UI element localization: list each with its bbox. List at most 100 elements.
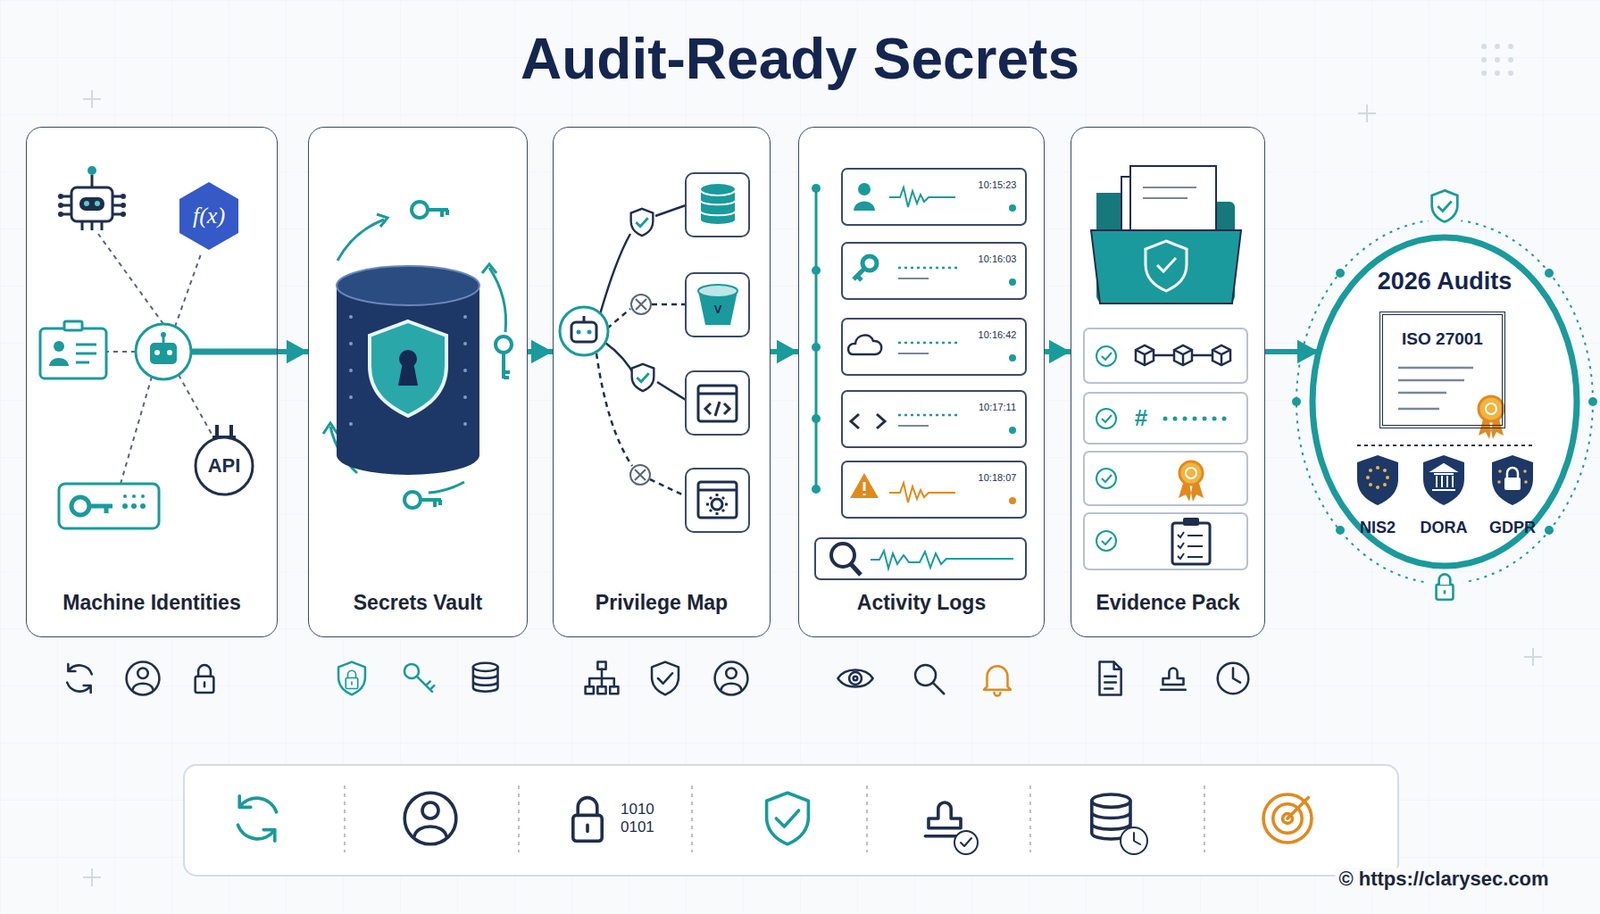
- node-label-text: ISO 27001: [1401, 329, 1484, 349]
- bottom-bar: [1091, 794, 1131, 840]
- machine-identities-art: [141, 494, 145, 499]
- machine-identities-art: [91, 175, 94, 188]
- background: [1494, 43, 1500, 50]
- panel-box: Evidence Pack: [1070, 126, 1266, 638]
- privilege-map-art: [651, 303, 686, 307]
- privilege-map-art: [698, 385, 737, 518]
- audits-art: [1432, 464, 1456, 491]
- bottom-bar: [344, 785, 1205, 853]
- activity-logs-art: [898, 414, 958, 417]
- secrets-vault-art: [336, 266, 480, 306]
- panel-fills: [552, 126, 771, 638]
- secrets-vault-art: [463, 368, 467, 373]
- machine-identities-art: [122, 494, 146, 509]
- privilege-map-art: [631, 208, 654, 236]
- secrets-vault-art: [420, 500, 442, 508]
- privilege-map-art: [685, 173, 750, 533]
- activity-logs-art: [841, 318, 1026, 375]
- background: [83, 90, 1542, 887]
- secrets-vault-art: [404, 491, 421, 509]
- background: [1508, 43, 1514, 50]
- activity-logs-art: [811, 183, 821, 193]
- background: [1508, 70, 1514, 76]
- machine-identities-art: [40, 328, 107, 379]
- secrets-vault-art: [427, 209, 449, 217]
- panel-fills: [25, 126, 278, 638]
- evidence-pack-art: [1178, 480, 1204, 502]
- machine-identities-art: [120, 193, 126, 200]
- evidence-pack-art: [1083, 513, 1248, 570]
- node-label-text: Evidence Pack: [1095, 591, 1240, 615]
- activity-logs-art: [853, 268, 865, 281]
- secrets-vault-art: [349, 341, 353, 346]
- background: [1494, 70, 1500, 76]
- evidence-pack-art: [1091, 230, 1242, 304]
- privilege-map-art: [698, 489, 737, 492]
- audits-art: [1368, 468, 1373, 473]
- bottom-bar: [573, 798, 602, 842]
- evidence-pack-art: [1177, 532, 1203, 559]
- bottom-bar: [954, 831, 978, 855]
- evidence-pack-art: [1222, 416, 1227, 422]
- privilege-map-art: [630, 294, 651, 485]
- machine-identities-art: [58, 483, 159, 529]
- privilege-map-art: [600, 205, 686, 400]
- hash-symbol: #: [1134, 405, 1148, 433]
- binary-text: 1010 0101: [620, 800, 660, 836]
- machine-identities-art: [140, 503, 146, 509]
- activity-logs-art: [815, 168, 1026, 580]
- privilege-map-art: [559, 173, 750, 533]
- secrets-vault-art: [323, 201, 512, 509]
- activity-logs-art: [898, 267, 958, 416]
- panel-icons: [651, 662, 679, 696]
- secrets-vault-art: [330, 426, 358, 474]
- bottom-bar: [775, 810, 799, 827]
- activity-logs-art: [841, 391, 1026, 448]
- panel-icons: [338, 662, 366, 696]
- bottom-bar: [517, 785, 520, 853]
- privilege-map-art: [698, 284, 738, 298]
- audits-art: [1437, 201, 1451, 212]
- activity-logs-art: [811, 342, 821, 352]
- evidence-pack-art: [1183, 517, 1200, 526]
- audits-art: [1379, 311, 1506, 429]
- activity-logs-art: [831, 543, 855, 567]
- flow-arrow: [527, 349, 553, 355]
- audits-art: [1478, 396, 1504, 422]
- machine-identities-art: [120, 211, 126, 217]
- privilege-map-art: [600, 233, 631, 315]
- timestamp: 10:16:03: [978, 253, 1017, 266]
- panel-icons: [585, 662, 619, 695]
- audits-art: [1507, 467, 1518, 478]
- machine-identities-art: [98, 233, 213, 484]
- evidence-pack-art: [1173, 416, 1178, 422]
- machine-identities-art: [53, 341, 65, 352]
- evidence-pack-art: [1202, 416, 1208, 422]
- machine-identities-art: [87, 166, 97, 175]
- secrets-vault-art: [411, 201, 428, 218]
- bottom-bar: [866, 785, 868, 853]
- machine-identities-art: [58, 202, 64, 209]
- evidence-pack-art: [1083, 328, 1248, 384]
- privilege-map-art: [657, 382, 686, 400]
- secrets-vault-art: [349, 315, 353, 319]
- bottom-bar: [237, 792, 1312, 855]
- node-label-text: Activity Logs: [857, 591, 986, 615]
- audits-art: [1423, 185, 1467, 229]
- evidence-pack-art: [1172, 523, 1210, 565]
- panel-fills: [1070, 126, 1266, 638]
- audits-art: [1366, 475, 1370, 480]
- privilege-map-art: [635, 217, 648, 227]
- activity-logs-art: [815, 538, 1026, 580]
- bottom-bar: [1263, 794, 1312, 843]
- privilege-map-art: [596, 353, 633, 467]
- machine-identities-art: [166, 350, 173, 356]
- activity-logs-art: [1008, 204, 1017, 212]
- audits-art: [1335, 268, 1345, 278]
- copyright-notice: © https://clarysec.com: [1334, 867, 1552, 891]
- evidence-pack-art: [1153, 354, 1213, 358]
- bottom-bar: [925, 802, 964, 837]
- machine-identities-art: [191, 349, 278, 356]
